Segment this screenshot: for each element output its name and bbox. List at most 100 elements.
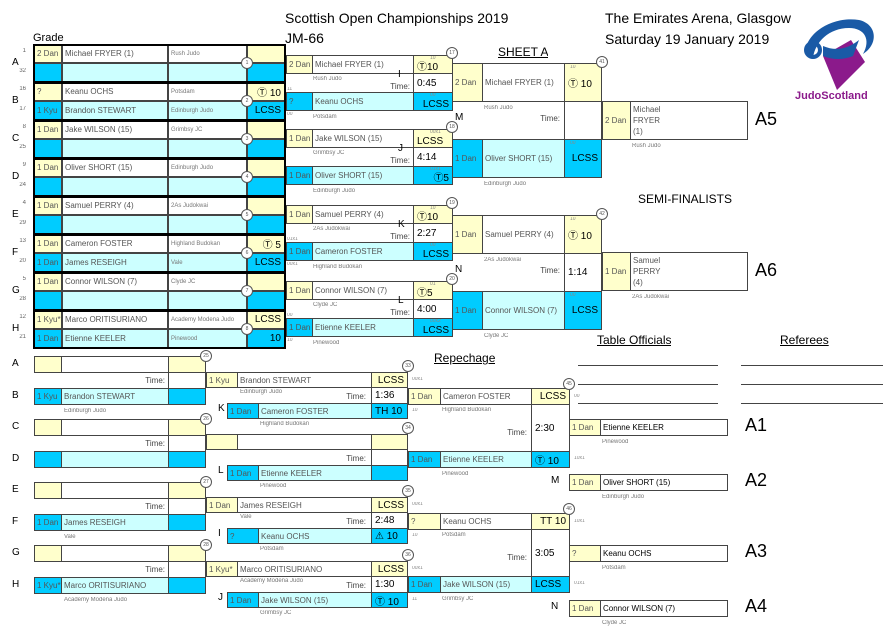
competitor-name[interactable]: Oliver SHORT (15) <box>312 166 414 185</box>
time-value[interactable]: 1:36 <box>371 387 408 404</box>
competitor-name[interactable]: Samuel PERRY (4) <box>312 205 414 224</box>
time-value[interactable]: 4:14 <box>413 147 453 167</box>
competitor-name[interactable]: Keanu OCHS <box>312 92 414 111</box>
competitor-name[interactable]: Brandon STEWART <box>237 372 372 388</box>
score-cell[interactable]: LCSS <box>371 561 408 577</box>
score-cell[interactable]: LCSS <box>371 372 408 388</box>
time-value[interactable] <box>371 449 408 466</box>
competitor-name[interactable] <box>62 139 168 158</box>
competitor-name[interactable]: Keanu OCHS <box>600 545 728 562</box>
competitor-name[interactable]: Cameron FOSTER <box>258 403 372 419</box>
score-cell[interactable]: Ⓣ5 <box>413 166 453 185</box>
competitor-name[interactable]: Jake WILSON (15) <box>258 592 372 608</box>
time-value[interactable]: 1:30 <box>371 576 408 593</box>
time-value[interactable]: 0:45 <box>413 73 453 93</box>
score-cell[interactable] <box>371 434 408 450</box>
competitor-name[interactable] <box>61 356 169 373</box>
score-cell[interactable] <box>168 388 206 405</box>
score-cell[interactable]: ⚠ 10 <box>371 528 408 544</box>
competitor-name[interactable]: Samuel PERRY (4) <box>482 215 565 254</box>
competitor-name[interactable]: Marco ORITISURIANO <box>61 577 169 594</box>
score-cell[interactable] <box>247 177 285 196</box>
competitor-name[interactable]: Oliver SHORT (15) <box>62 158 168 177</box>
competitor-name[interactable]: Etienne KEELER <box>440 451 532 468</box>
competitor-name[interactable]: Connor WILSON (7) <box>312 281 414 300</box>
competitor-name[interactable] <box>61 482 169 499</box>
competitor-name[interactable]: Cameron FOSTER <box>312 242 414 261</box>
time-value[interactable] <box>168 435 206 452</box>
competitor-name[interactable] <box>237 434 372 450</box>
club-label: Edinburgh Judo <box>602 494 645 500</box>
competitor-name[interactable]: Marco ORITISURIANO <box>62 310 168 329</box>
score-cell[interactable]: LCSS <box>247 253 285 272</box>
score-cell[interactable] <box>371 465 408 481</box>
competitor-name[interactable]: Connor WILSON (7) <box>62 272 168 291</box>
competitor-name[interactable]: Samuel PERRY (4) <box>62 196 168 215</box>
competitor-name[interactable]: Etienne KEELER <box>62 329 168 348</box>
competitor-name[interactable]: Jake WILSON (15) <box>440 576 532 593</box>
score-cell[interactable] <box>247 139 285 158</box>
competitor-name[interactable]: James RESEIGH <box>237 497 372 513</box>
time-value[interactable] <box>168 498 206 515</box>
competitor-name[interactable] <box>62 177 168 196</box>
competitor-name[interactable]: Brandon STEWART <box>62 101 168 120</box>
score-cell[interactable]: LCSS <box>413 318 453 337</box>
score-cell[interactable]: TT 10 <box>531 513 570 530</box>
score-cell[interactable]: 10 <box>247 329 285 348</box>
competitor-name[interactable]: Brandon STEWART <box>61 388 169 405</box>
time-value[interactable]: 2:30 <box>531 404 570 452</box>
competitor-name[interactable] <box>62 291 168 310</box>
time-value[interactable]: 4:00 <box>413 299 453 319</box>
score-cell[interactable]: Ⓣ 10 <box>371 592 408 608</box>
score-cell[interactable] <box>168 514 206 531</box>
time-value[interactable] <box>168 561 206 578</box>
score-cell[interactable]: LCSS <box>531 388 570 405</box>
competitor-name[interactable]: Keanu OCHS <box>62 82 168 101</box>
score-cell[interactable] <box>168 577 206 594</box>
score-cell[interactable]: TH 10 <box>371 403 408 419</box>
score-cell[interactable]: LCSS <box>413 92 453 111</box>
score-cell[interactable]: LCSS <box>531 576 570 593</box>
competitor-name[interactable]: Cameron FOSTER <box>440 388 532 405</box>
score-cell[interactable] <box>247 63 285 82</box>
competitor-name[interactable]: Michael FRYER (1) <box>62 44 168 63</box>
score-cell[interactable] <box>168 451 206 468</box>
time-value[interactable]: 3:05 <box>531 529 570 577</box>
match-number-circle: 19 <box>446 197 458 209</box>
competitor-name[interactable]: Connor WILSON (7) <box>482 291 565 330</box>
time-value[interactable]: 1:14 <box>564 253 602 292</box>
competitor-name[interactable] <box>61 545 169 562</box>
competitor-name[interactable]: Cameron FOSTER <box>62 234 168 253</box>
competitor-name[interactable]: Michael FRYER (1) <box>630 101 748 140</box>
score-cell[interactable]: LCSS <box>371 497 408 513</box>
competitor-name[interactable]: Jake WILSON (15) <box>62 120 168 139</box>
time-value[interactable] <box>564 101 602 140</box>
time-value[interactable]: 2:27 <box>413 223 453 243</box>
score-cell[interactable]: Ⓣ 10 <box>564 63 602 102</box>
competitor-name[interactable]: Etienne KEELER <box>312 318 414 337</box>
score-cell[interactable]: Ⓣ 10 <box>531 451 570 468</box>
competitor-name[interactable]: James RESEIGH <box>62 253 168 272</box>
competitor-name[interactable]: Oliver SHORT (15) <box>482 139 565 178</box>
competitor-name[interactable]: Connor WILSON (7) <box>600 600 728 617</box>
time-value[interactable]: 2:48 <box>371 512 408 529</box>
score-cell[interactable] <box>247 291 285 310</box>
competitor-name[interactable]: Etienne KEELER <box>600 419 728 436</box>
competitor-name[interactable]: Keanu OCHS <box>258 528 372 544</box>
time-value[interactable] <box>168 372 206 389</box>
competitor-name[interactable] <box>61 451 169 468</box>
competitor-name[interactable]: Marco ORITISURIANO <box>237 561 372 577</box>
competitor-name[interactable] <box>61 419 169 436</box>
score-cell[interactable]: LCSS <box>564 291 602 330</box>
competitor-name[interactable]: Samuel PERRY (4) <box>630 252 748 291</box>
competitor-name[interactable]: Etienne KEELER <box>258 465 372 481</box>
competitor-name[interactable] <box>62 63 168 82</box>
score-cell[interactable] <box>247 215 285 234</box>
score-cell[interactable]: LCSS <box>247 101 285 120</box>
competitor-name[interactable]: Oliver SHORT (15) <box>600 474 728 491</box>
competitor-name[interactable] <box>62 215 168 234</box>
score-cell[interactable]: LCSS <box>564 139 602 178</box>
competitor-name[interactable]: James RESEIGH <box>61 514 169 531</box>
competitor-name[interactable]: Michael FRYER (1) <box>482 63 565 102</box>
competitor-name[interactable]: Keanu OCHS <box>440 513 532 530</box>
